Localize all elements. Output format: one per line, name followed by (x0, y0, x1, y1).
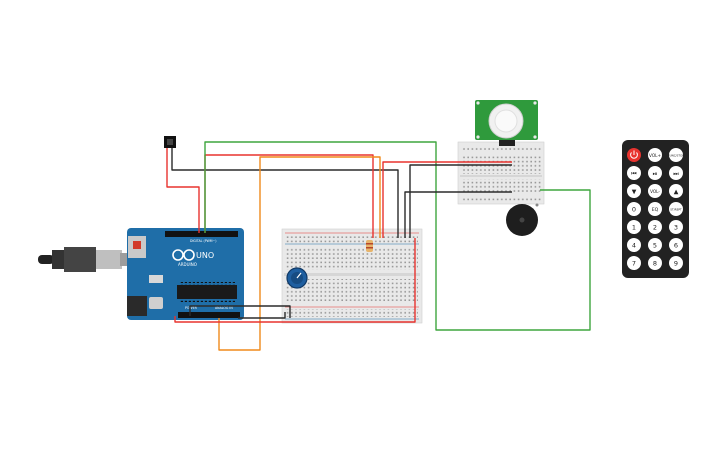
svg-text:⏮: ⏮ (631, 171, 637, 178)
remote-func-stop-button[interactable]: FUNC/STOP (668, 148, 684, 162)
remote-power-button[interactable] (627, 148, 641, 162)
remote-6-button[interactable]: 6 (669, 238, 683, 252)
svg-text:5: 5 (653, 242, 657, 250)
wire-ir-gnd[interactable] (171, 148, 399, 238)
remote-down-button[interactable]: ▼ (627, 184, 641, 198)
svg-text:⏯: ⏯ (653, 171, 658, 178)
wire-pir-gnd[interactable] (404, 191, 512, 238)
power-label: POWER (185, 306, 198, 310)
remote-7-button[interactable]: 7 (627, 256, 641, 270)
svg-text:7: 7 (632, 260, 636, 268)
piezo-buzzer[interactable] (506, 203, 539, 237)
svg-text:4: 4 (632, 242, 636, 250)
wires (166, 141, 591, 351)
remote-st-rept-button[interactable]: ST/REPT (669, 202, 683, 216)
potentiometer[interactable] (286, 267, 308, 289)
wire-5v[interactable] (174, 238, 416, 323)
ir-remote[interactable]: VOL+ FUNC/STOP ⏮ ⏯ ⏭ ▼ VOL- (622, 140, 689, 278)
svg-text:▼: ▼ (632, 189, 637, 196)
capacitor (149, 297, 163, 309)
svg-text:EQ: EQ (652, 207, 659, 213)
wire-gnd-2[interactable] (238, 312, 286, 319)
remote-next-button[interactable]: ⏭ (669, 166, 683, 180)
remote-vol-down-button[interactable]: VOL- (648, 184, 662, 198)
wire-buzzer-signal[interactable] (204, 141, 591, 331)
usb-cable (38, 247, 132, 272)
svg-text:2: 2 (653, 224, 657, 232)
arduino-uno-board[interactable]: UNO ARDUINO DIGITAL (PWM~) POWER ANALOG … (127, 228, 244, 320)
svg-text:VOL-: VOL- (650, 189, 660, 194)
reset-button[interactable] (133, 241, 141, 249)
ir-receiver[interactable] (164, 136, 176, 148)
svg-text:⏭: ⏭ (673, 171, 679, 178)
svg-text:1: 1 (632, 224, 636, 232)
remote-up-button[interactable]: ▲ (669, 184, 683, 198)
svg-text:6: 6 (674, 242, 678, 250)
wire-potentiometer[interactable] (218, 156, 381, 351)
small-breadboard[interactable] (457, 141, 545, 205)
board-name: UNO (196, 251, 214, 260)
remote-prev-button[interactable]: ⏮ (627, 166, 641, 180)
svg-text:▲: ▲ (674, 189, 679, 196)
infinity-logo-icon (172, 249, 195, 261)
remote-5-button[interactable]: 5 (648, 238, 662, 252)
svg-text:0: 0 (632, 206, 636, 214)
wire-arduino-to-breadboard[interactable] (204, 154, 374, 238)
svg-text:8: 8 (653, 260, 657, 268)
remote-play-pause-button[interactable]: ⏯ (648, 166, 662, 180)
wire-gnd[interactable] (189, 305, 291, 318)
remote-8-button[interactable]: 8 (648, 256, 662, 270)
svg-text:FUNC/STOP: FUNC/STOP (668, 154, 684, 158)
crystal (149, 275, 163, 283)
remote-1-button[interactable]: 1 (627, 220, 641, 234)
power-jack (127, 296, 147, 316)
remote-9-button[interactable]: 9 (669, 256, 683, 270)
svg-text:3: 3 (674, 224, 678, 232)
wire-ir-vcc[interactable] (166, 148, 200, 233)
atmega-chip (177, 285, 237, 299)
remote-eq-button[interactable]: EQ (648, 202, 662, 216)
remote-2-button[interactable]: 2 (648, 220, 662, 234)
remote-0-button[interactable]: 0 (627, 202, 641, 216)
wire-pir-out[interactable] (409, 164, 512, 238)
pir-sensor[interactable] (475, 100, 538, 146)
remote-vol-up-button[interactable]: VOL+ (648, 148, 662, 162)
board-brand: ARDUINO (178, 262, 197, 267)
svg-text:ST/REPT: ST/REPT (670, 208, 682, 212)
resistor[interactable] (366, 240, 373, 252)
svg-text:9: 9 (674, 260, 678, 268)
wire-pir-vcc[interactable] (382, 161, 512, 238)
remote-4-button[interactable]: 4 (627, 238, 641, 252)
analog-label: ANALOG IN (215, 306, 233, 310)
digital-label: DIGITAL (PWM~) (190, 239, 216, 243)
svg-text:VOL+: VOL+ (649, 153, 661, 158)
remote-3-button[interactable]: 3 (669, 220, 683, 234)
